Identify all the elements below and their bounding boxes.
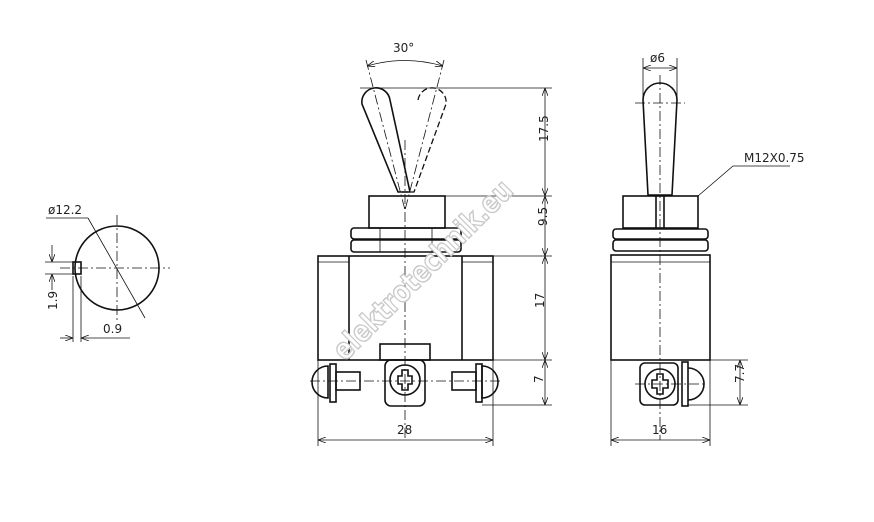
thread-label: M12X0.75 — [744, 151, 805, 165]
body-height-label: 17 — [533, 293, 547, 308]
terminal-height-label: 7 — [532, 375, 546, 383]
lever-height-label: 17.5 — [537, 115, 551, 142]
notch-height-label: 1.9 — [46, 291, 60, 310]
side-view: ø6 M12X0.75 7.7 16 — [610, 51, 805, 446]
watermark: elektrotechnik.eu — [326, 173, 520, 367]
diameter-label: ø12.2 — [48, 203, 82, 217]
notch-depth-label: 0.9 — [103, 322, 122, 336]
left-view-bushing-section: ø12.2 1.9 0.9 — [45, 203, 170, 342]
width-label: 28 — [397, 423, 412, 437]
terminal-height-label: 7.7 — [733, 364, 747, 383]
bushing-height-label: 9.5 — [536, 207, 550, 226]
lever-diameter-label: ø6 — [650, 51, 665, 65]
front-view: 30° 17.5 9.5 17 7 28 — [310, 41, 552, 446]
width-label: 16 — [652, 423, 667, 437]
angle-label: 30° — [393, 41, 414, 55]
